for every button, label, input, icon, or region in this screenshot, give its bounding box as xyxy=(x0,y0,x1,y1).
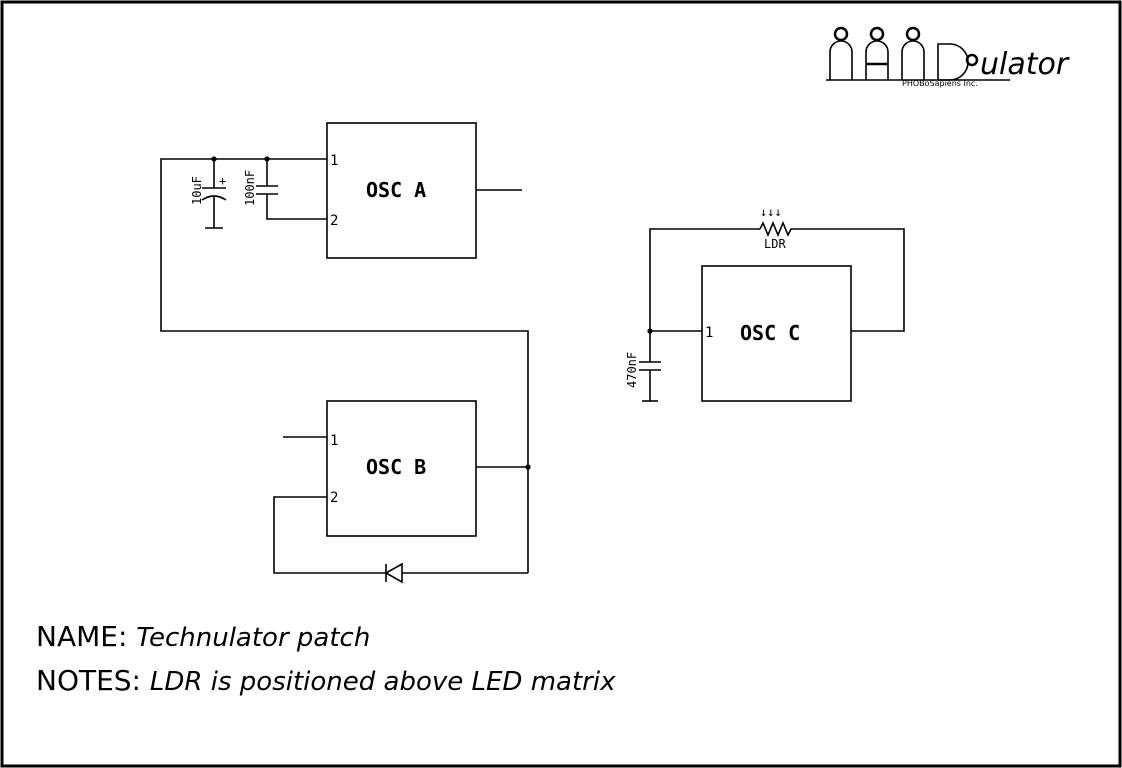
osc-a-block xyxy=(326,122,477,259)
osc-a-label: OSC A xyxy=(366,178,426,202)
name-value: Technulator patch xyxy=(136,623,371,653)
name-label: NAME: xyxy=(36,620,128,653)
capacitor-100nf: 100nF xyxy=(243,159,327,220)
cap-470nf-label: 470nF xyxy=(625,352,639,388)
osc-b-block xyxy=(326,400,477,537)
notes-label: NOTES: xyxy=(36,664,141,697)
osc-b-pin2-label: 2 xyxy=(330,490,338,506)
logo-subtitle: PHOBoSapiens Inc. xyxy=(902,79,978,88)
nandulator-logo: ulator PHOBoSapiens Inc. xyxy=(826,26,1070,88)
osc-a-pin2-label: 2 xyxy=(330,213,338,229)
ldr-wire-left xyxy=(649,228,760,332)
capacitor-10uf: + 10uF xyxy=(190,159,227,229)
cap-10uf-polarity: + xyxy=(219,174,226,188)
ldr-label: LDR xyxy=(764,237,786,251)
osc-a-pin1-label: 1 xyxy=(330,153,338,169)
ldr-resistor: ↓↓↓ LDR xyxy=(759,205,794,251)
cap-10uf-label: 10uF xyxy=(190,176,204,205)
osc-b-pin1-label: 1 xyxy=(330,433,338,449)
notes-value: LDR is positioned above LED matrix xyxy=(149,667,616,697)
name-line: NAME: Technulator patch xyxy=(36,620,370,653)
osc-c-pin1-label: 1 xyxy=(705,325,713,341)
diode xyxy=(384,562,403,584)
ldr-light-arrows: ↓↓↓ xyxy=(760,205,782,219)
logo-wordmark: ulator xyxy=(980,47,1070,82)
cap-100nf-label: 100nF xyxy=(243,170,257,206)
osc-c-label: OSC C xyxy=(740,321,800,345)
ldr-wire-right xyxy=(794,228,905,332)
osc-c-block xyxy=(701,265,852,402)
notes-line: NOTES: LDR is positioned above LED matri… xyxy=(36,664,615,697)
osc-b-label: OSC B xyxy=(366,455,426,479)
capacitor-470nf: 470nF xyxy=(625,331,661,402)
